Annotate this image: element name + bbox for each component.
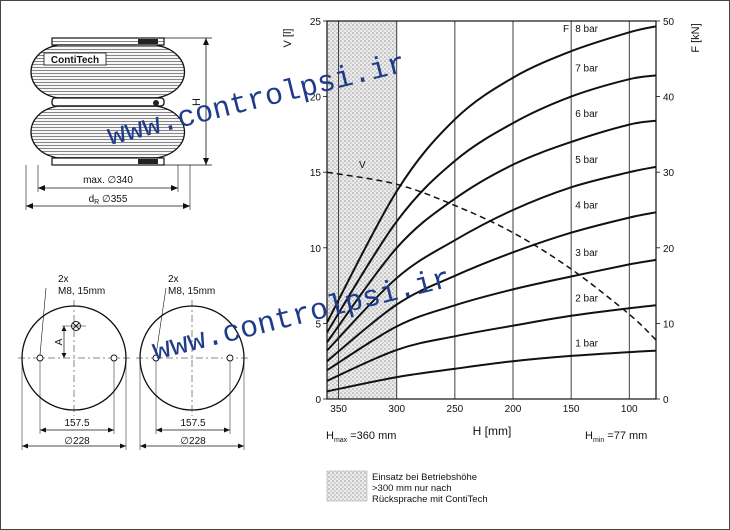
force-curve-label: 8 bar [575, 24, 598, 35]
y-right-tick-label: 40 [663, 93, 675, 104]
force-curve-label: 5 bar [575, 155, 598, 166]
force-curves: 1 bar 2 bar 3 bar 4 bar 5 bar 6 bar 7 bar 8 bar [326, 24, 657, 393]
y-left-tick-label: 0 [315, 395, 321, 406]
volume-curve [326, 171, 657, 341]
dr-diameter-label: dR ∅355 [89, 194, 128, 206]
plot-frame [326, 20, 657, 400]
thread-spec-right: M8, 15mm [168, 286, 215, 297]
height-label: H [191, 98, 203, 106]
force-curve-label: 1 bar [575, 339, 598, 350]
y-left-tick-label: 20 [310, 93, 322, 104]
offset-a-label: A [54, 338, 65, 345]
left-axis-label: V [l] [282, 29, 294, 48]
shaded-region-note: Einsatz bei Betriebshöhe >300 mm nur nac… [326, 470, 488, 505]
thread-spec-left: M8, 15mm [58, 286, 105, 297]
hmax-label: Hmax =360 mm [326, 430, 396, 444]
x-tick-label: 300 [388, 404, 405, 415]
force-curve-label: 6 bar [575, 109, 598, 120]
right-axis-label: F [kN] [690, 23, 702, 52]
force-curve-1-bar [326, 349, 657, 393]
pitch-left: 157.5 [64, 418, 89, 429]
x-tick-label: 100 [621, 404, 638, 415]
mount-plate-right: 2x M8, 15mm 157.5 ∅228 [136, 274, 250, 450]
force-curve-label: 3 bar [575, 248, 598, 259]
diameter-left: ∅228 [64, 436, 90, 447]
y-left-tick-label: 5 [315, 319, 321, 330]
force-curve-8-bar [326, 25, 657, 324]
y-right-tick-label: 30 [663, 168, 675, 179]
force-curve-3-bar [326, 258, 657, 372]
force-curve-5-bar [326, 165, 657, 352]
air-spring-drawing: ContiTech H max. ∅340 dR ∅355 [25, 37, 212, 210]
force-marker: F [563, 24, 569, 35]
force-curve-label: 2 bar [575, 293, 598, 304]
volume-marker: V [359, 160, 366, 171]
hmin-label: Hmin =77 mm [585, 430, 647, 444]
x-tick-label: 350 [330, 404, 347, 415]
note-line-1: Einsatz bei Betriebshöhe [372, 472, 477, 483]
y-left-tick-label: 10 [310, 244, 322, 255]
note-line-3: Rücksprache mit ContiTech [372, 494, 488, 505]
mount-plate-left: A 2x M8, 15mm 157.5 ∅228 [18, 274, 132, 450]
force-curve-7-bar [326, 74, 657, 334]
force-curve-label: 7 bar [575, 63, 598, 74]
max-diameter-label: max. ∅340 [83, 175, 133, 186]
y-right-tick-label: 50 [663, 17, 675, 28]
hole-count-right: 2x [168, 274, 179, 285]
y-left-tick-label: 25 [310, 17, 322, 28]
y-right-tick-label: 10 [663, 319, 675, 330]
x-axis-label: H [mm] [473, 424, 512, 438]
force-curve-6-bar [326, 119, 657, 343]
y-right-tick-label: 20 [663, 244, 675, 255]
force-curve-2-bar [326, 304, 657, 382]
force-curve-4-bar [326, 211, 657, 362]
diameter-right: ∅228 [180, 436, 206, 447]
brand-label: ContiTech [51, 55, 99, 66]
pitch-right: 157.5 [180, 418, 205, 429]
force-curve-label: 4 bar [575, 200, 598, 211]
x-tick-label: 150 [563, 404, 580, 415]
hole-count-left: 2x [58, 274, 69, 285]
note-line-2: >300 mm nur nach [372, 483, 451, 494]
y-right-tick-label: 0 [663, 395, 669, 406]
x-tick-label: 250 [447, 404, 464, 415]
y-left-tick-label: 15 [310, 168, 322, 179]
x-tick-label: 200 [505, 404, 522, 415]
